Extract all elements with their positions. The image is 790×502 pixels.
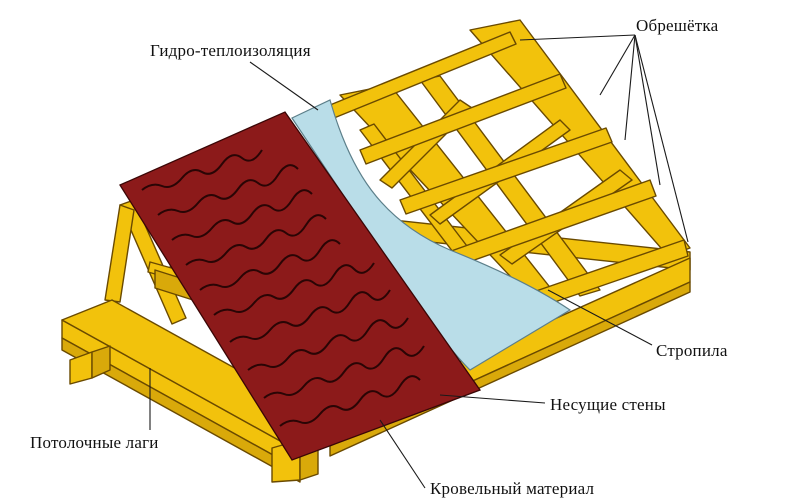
label-walls: Несущие стены — [550, 395, 666, 414]
label-roofing: Кровельный материал — [430, 479, 595, 498]
leader-battens-1 — [519, 34, 636, 41]
label-rafters: Стропила — [656, 341, 728, 360]
leader-battens-5 — [634, 34, 689, 243]
leader-roofing — [379, 419, 426, 489]
battens — [329, 31, 689, 317]
roofing-material — [119, 111, 482, 461]
leader-battens-3 — [624, 34, 636, 141]
leader-walls — [439, 394, 546, 404]
leader-membrane — [249, 61, 319, 111]
leader-battens-4 — [634, 34, 661, 186]
leader-rafters — [547, 289, 653, 346]
label-joists: Потолочные лаги — [30, 433, 159, 452]
leader-lines — [149, 34, 689, 489]
leader-battens-2 — [599, 34, 636, 96]
label-battens: Обрешётка — [636, 16, 719, 35]
label-membrane: Гидро-теплоизоляция — [150, 41, 311, 60]
